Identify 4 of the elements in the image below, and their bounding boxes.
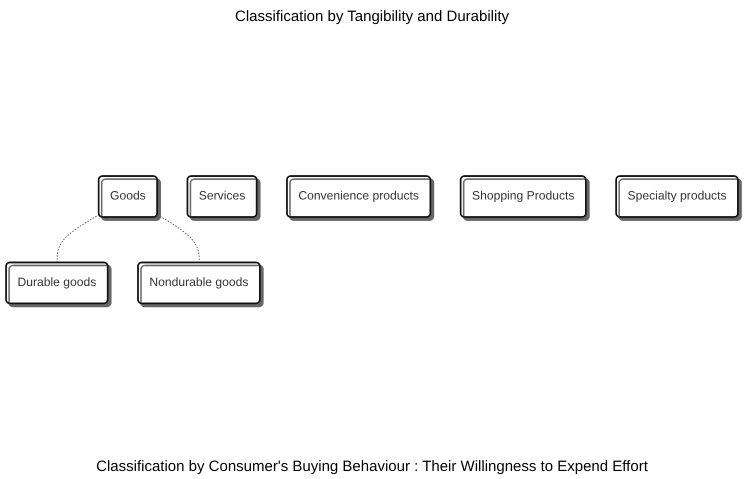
heading: Classification by Consumer's Buying Behaviour : Their Willingness to Expend Effort	[96, 458, 648, 475]
connector	[156, 214, 200, 263]
heading: Classification by Tangibility and Durability	[234, 8, 510, 25]
connector	[56, 214, 100, 263]
